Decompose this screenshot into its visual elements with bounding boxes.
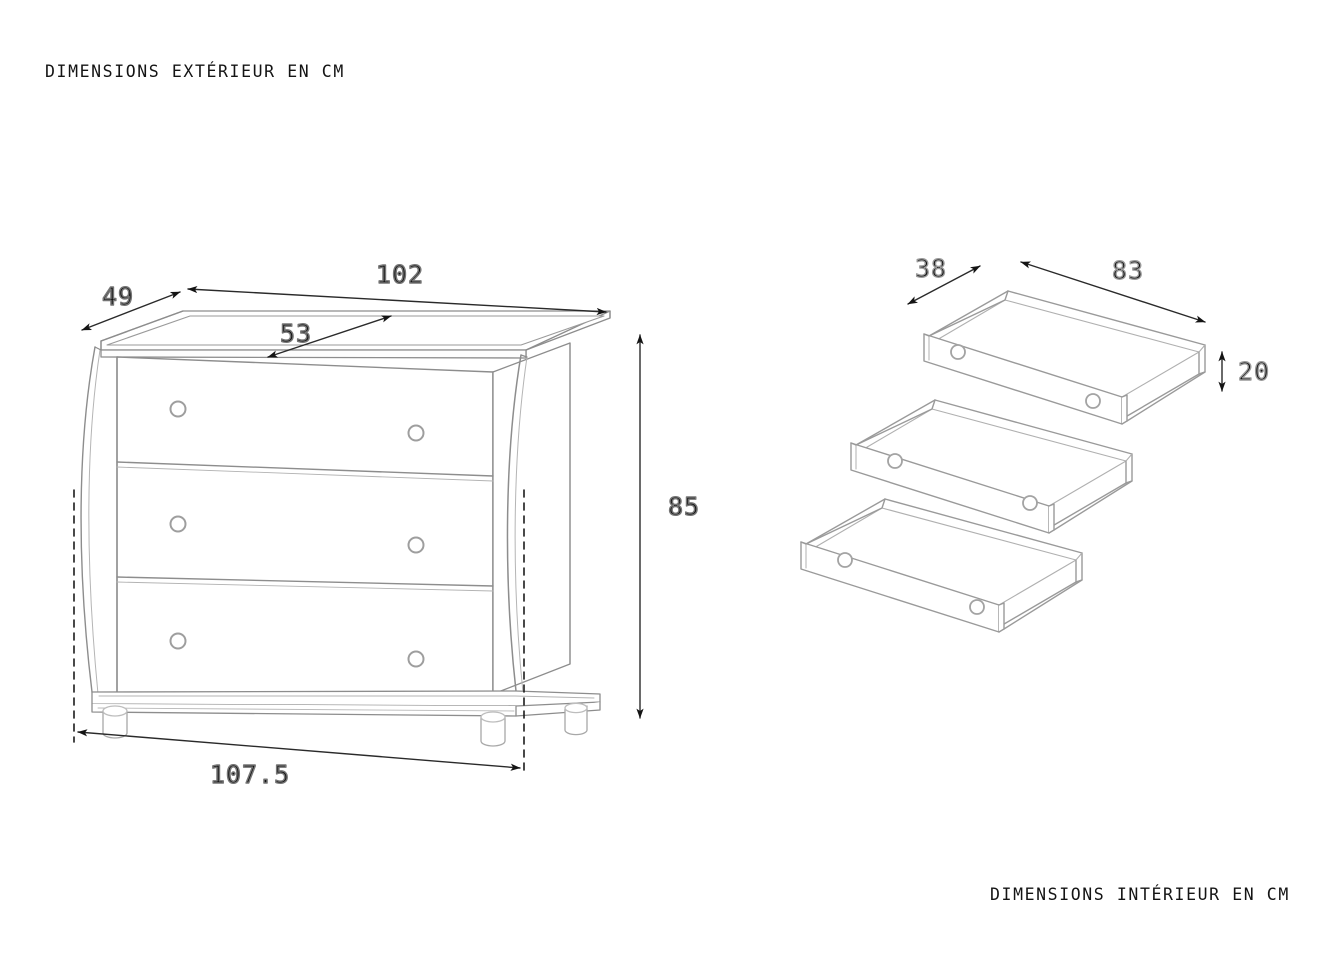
knob-drawer3-right — [407, 650, 425, 668]
knob-box1-right — [1085, 393, 1101, 409]
knob-box2-left — [887, 453, 903, 469]
dim-line-depth-49 — [81, 291, 181, 331]
caption-exterior-dimensions: DIMENSIONS EXTÉRIEUR EN CM — [45, 62, 345, 81]
dim-label-diagonal-53: 53 — [280, 319, 312, 348]
dim-label-drawer-width-83: 83 — [1112, 256, 1144, 285]
chest-carcass — [80, 342, 571, 701]
caption-interior-dimensions: DIMENSIONS INTÉRIEUR EN CM — [990, 885, 1290, 904]
knob-drawer1-left — [169, 400, 187, 418]
knob-drawer2-left — [169, 515, 187, 533]
dim-label-drawer-height-20: 20 — [1238, 357, 1270, 386]
drawer-box-3 — [800, 498, 1083, 633]
dim-line-drawer-depth-38 — [907, 265, 981, 305]
knob-box3-right — [969, 599, 985, 615]
foot-back-right — [564, 705, 588, 736]
dim-label-width-102: 102 — [376, 260, 424, 289]
knob-drawer1-right — [407, 424, 425, 442]
dim-line-diagonal-53 — [267, 315, 392, 358]
dim-label-height-85: 85 — [668, 492, 700, 521]
dim-label-drawer-depth-38: 38 — [915, 254, 947, 283]
knob-box3-left — [837, 552, 853, 568]
knob-drawer3-left — [169, 632, 187, 650]
dim-line-width-102 — [187, 285, 607, 316]
interior-drawers-group: 38 83 20 — [800, 253, 1270, 633]
drawer-box-2 — [850, 399, 1133, 534]
dim-extension-lines — [73, 489, 525, 771]
knob-box2-right — [1022, 495, 1038, 511]
chest-top-panel — [100, 310, 611, 359]
drawer-box-1 — [923, 290, 1206, 425]
dim-line-base-107-5 — [77, 729, 521, 771]
dim-label-base-107-5: 107.5 — [210, 760, 290, 789]
exterior-chest-group: 49 102 53 85 107.5 — [73, 259, 700, 790]
dim-line-drawer-width-83 — [1020, 261, 1206, 323]
knob-box1-left — [950, 344, 966, 360]
drawer-knobs — [169, 400, 425, 668]
knob-drawer2-right — [407, 536, 425, 554]
dim-label-depth-49: 49 — [102, 282, 134, 311]
